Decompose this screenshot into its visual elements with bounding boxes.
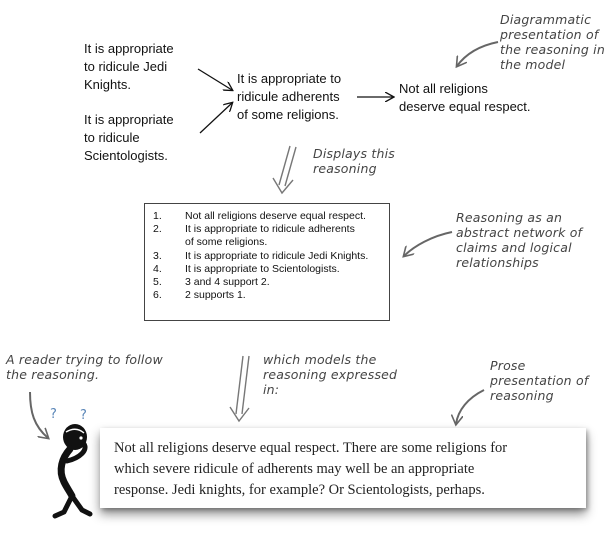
question-mark-1: ? xyxy=(50,407,58,422)
arrow-abstract-pointer xyxy=(404,231,453,256)
premise-scientology: It is appropriate to ridicule Scientolog… xyxy=(84,112,174,163)
double-arrow-icon-lower xyxy=(229,355,250,423)
list-item: 5. 3 and 4 support 2. xyxy=(153,276,270,289)
list-item: 2. It is appropriate to ridicule adheren… xyxy=(153,223,355,249)
arrow-reader-pointer xyxy=(29,391,48,438)
arrow-diagrammatic-pointer xyxy=(457,41,499,66)
double-arrow-icon xyxy=(272,145,297,195)
list-item: 3. It is appropriate to ridicule Jedi Kn… xyxy=(153,249,369,262)
list-item: 6. 2 supports 1. xyxy=(153,289,246,302)
list-item: 1. Not all religions deserve equal respe… xyxy=(153,210,366,222)
intermediate-claim: It is appropriate to ridicule adherents … xyxy=(237,71,342,122)
conclusion-claim: Not all religions deserve equal respect. xyxy=(399,81,531,114)
prose-line: which severe ridicule of adherents may w… xyxy=(114,461,475,477)
note-diagrammatic: Diagrammatic presentation of the reasoni… xyxy=(500,12,605,72)
note-reader: A reader trying to follow the reasoning. xyxy=(6,352,163,382)
arrow-scientology-to-intermediate xyxy=(199,103,232,134)
note-models: which models the reasoning expressed in: xyxy=(263,352,398,397)
question-mark-2: ? xyxy=(80,408,88,423)
claims-list-box: 1. Not all religions deserve equal respe… xyxy=(144,203,390,321)
arrow-prose-pointer xyxy=(456,389,485,424)
note-prose: Prose presentation of reasoning xyxy=(490,358,589,403)
list-item: 4. It is appropriate to Scientologists. xyxy=(153,262,340,275)
arrow-jedi-to-intermediate xyxy=(197,68,232,90)
note-displays: Displays this reasoning xyxy=(313,146,395,176)
prose-line: response. Jedi knights, for example? Or … xyxy=(114,482,485,498)
prose-line: Not all religions deserve equal respect.… xyxy=(114,440,508,456)
prose-box: Not all religions deserve equal respect.… xyxy=(100,428,586,508)
thinking-figure-icon xyxy=(52,424,93,519)
note-abstract: Reasoning as an abstract network of clai… xyxy=(456,210,583,270)
premise-jedi: It is appropriate to ridicule Jedi Knigh… xyxy=(84,41,174,92)
